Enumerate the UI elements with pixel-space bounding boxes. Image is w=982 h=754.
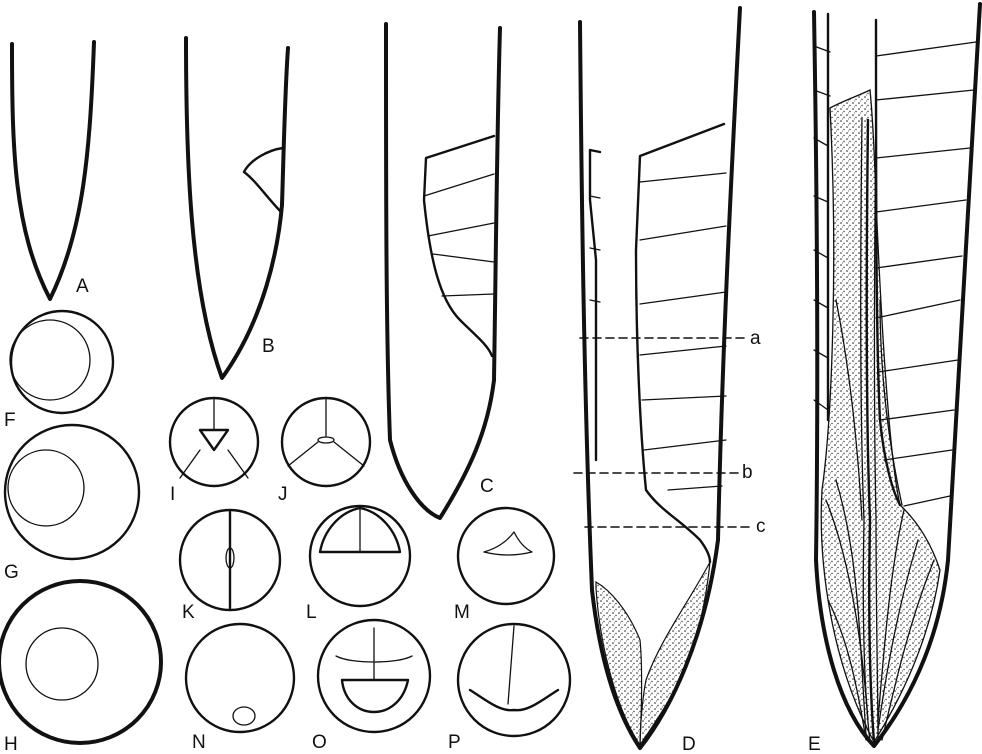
label-f: F	[4, 410, 16, 431]
root-tip-e	[814, 4, 980, 746]
label-e: E	[808, 734, 821, 754]
cross-section-f	[10, 311, 113, 413]
root-tip-a	[12, 42, 94, 299]
cross-section-i	[170, 398, 258, 486]
section-mark-b: b	[742, 462, 753, 483]
cross-section-g	[5, 425, 139, 559]
label-n: N	[192, 732, 206, 753]
cross-section-h	[0, 581, 161, 743]
label-g: G	[4, 562, 19, 583]
cross-section-l	[310, 506, 410, 606]
label-m: M	[454, 602, 470, 623]
label-o: O	[312, 732, 327, 753]
cross-section-p	[458, 624, 570, 736]
label-d: D	[682, 734, 696, 754]
label-h: H	[4, 734, 18, 754]
root-tip-b	[186, 38, 288, 378]
section-mark-a: a	[750, 328, 761, 349]
label-c: C	[480, 476, 494, 497]
cross-section-o	[318, 620, 430, 732]
label-b: B	[262, 336, 275, 357]
label-a: A	[76, 276, 89, 297]
root-tip-d	[580, 8, 740, 748]
label-i: I	[170, 484, 175, 505]
cross-section-j	[282, 398, 370, 486]
cross-section-k	[180, 510, 280, 610]
label-k: K	[182, 602, 195, 623]
label-j: J	[278, 484, 288, 505]
label-l: L	[306, 602, 317, 623]
root-tip-c	[386, 24, 500, 518]
cross-section-n	[186, 624, 294, 732]
section-mark-c: c	[756, 516, 766, 537]
cross-section-m	[458, 508, 554, 604]
section-lines	[574, 338, 752, 527]
label-p: P	[448, 732, 461, 753]
